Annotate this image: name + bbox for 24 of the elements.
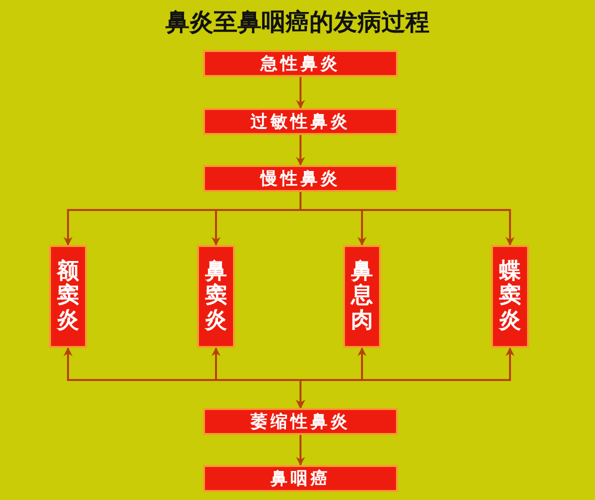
process-box xyxy=(197,245,235,348)
process-box xyxy=(49,245,87,348)
process-box xyxy=(203,50,398,77)
process-box xyxy=(343,245,381,348)
arrow xyxy=(296,135,305,166)
arrow xyxy=(296,435,305,466)
box-label: 蝶窦炎 xyxy=(499,260,521,333)
box-label: 鼻窦炎 xyxy=(205,260,227,333)
box-label: 萎缩性鼻炎 xyxy=(250,411,350,433)
box-label: 慢性鼻炎 xyxy=(260,168,340,190)
process-box xyxy=(491,245,529,348)
box-label: 额窦炎 xyxy=(57,260,79,333)
process-box xyxy=(203,108,398,135)
box-label: 过敏性鼻炎 xyxy=(250,111,350,133)
process-box xyxy=(203,408,398,435)
box-label: 急性鼻炎 xyxy=(260,53,340,75)
arrow xyxy=(300,192,514,246)
process-box xyxy=(203,465,398,492)
box-label: 鼻咽癌 xyxy=(270,468,330,490)
arrow xyxy=(296,347,514,409)
box-label: 鼻息肉 xyxy=(351,260,373,333)
process-box xyxy=(203,165,398,192)
title: 鼻炎至鼻咽癌的发病过程 xyxy=(164,7,430,38)
arrow xyxy=(296,77,305,109)
